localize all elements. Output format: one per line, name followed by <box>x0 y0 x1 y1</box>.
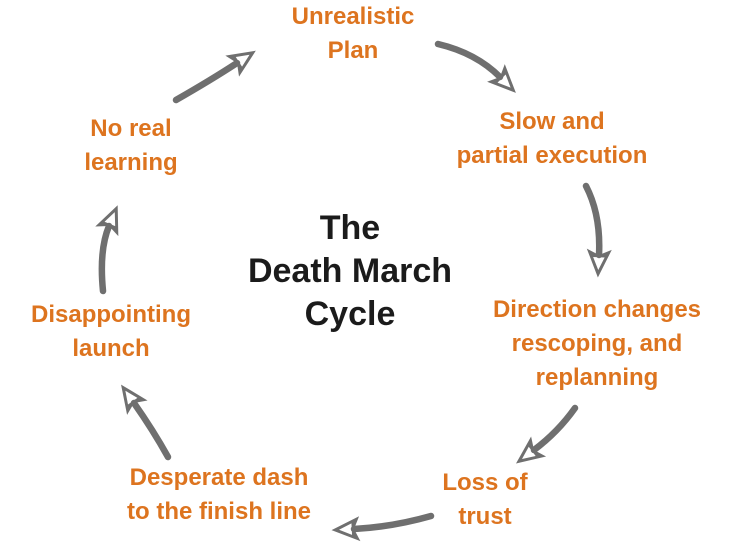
node-label-line: to the finish line <box>127 498 311 525</box>
node-label-line: trust <box>458 503 512 530</box>
node-label-line: Direction changes <box>492 296 702 323</box>
node-label-line: No real <box>90 115 172 142</box>
node-label-line: Unrealistic <box>291 3 415 30</box>
arrow-slow-to-direction <box>582 182 612 278</box>
node-label-line: rescoping, and <box>511 330 683 357</box>
cycle-title-line: Death March <box>247 252 453 290</box>
node-desperate-dash: Desperate dash to the finish line <box>127 461 311 529</box>
node-unrealistic-plan: Unrealistic Plan <box>292 0 415 68</box>
node-direction-changes: Direction changes rescoping, and replann… <box>493 293 701 395</box>
arrow-desperate-to-disappointing <box>121 384 172 461</box>
node-label-line: Desperate dash <box>129 464 309 491</box>
node-label-line: Loss of <box>442 469 528 496</box>
node-no-real-learning: No real learning <box>84 112 177 180</box>
node-label-line: partial execution <box>456 142 648 169</box>
arrow-disappointing-to-nolearning <box>95 205 119 295</box>
arrow-unrealistic-to-slow <box>434 40 516 93</box>
node-label-line: replanning <box>535 364 659 391</box>
cycle-title-line: Cycle <box>304 295 396 333</box>
node-disappointing-launch: Disappointing launch <box>31 298 191 366</box>
node-slow-partial-execution: Slow and partial execution <box>457 105 648 173</box>
node-label-line: Plan <box>327 37 379 64</box>
arrow-nolearning-to-unrealistic <box>172 50 256 104</box>
node-loss-of-trust: Loss of trust <box>442 466 527 534</box>
node-label-line: Disappointing <box>31 301 191 328</box>
node-label-line: Slow and <box>499 108 605 135</box>
cycle-title-line: The <box>319 209 381 247</box>
node-label-line: learning <box>84 149 178 176</box>
arrow-direction-to-loss <box>516 404 579 464</box>
node-label-line: launch <box>72 335 150 362</box>
arrow-loss-to-desperate <box>331 512 435 542</box>
cycle-title: The Death March Cycle <box>248 207 452 336</box>
